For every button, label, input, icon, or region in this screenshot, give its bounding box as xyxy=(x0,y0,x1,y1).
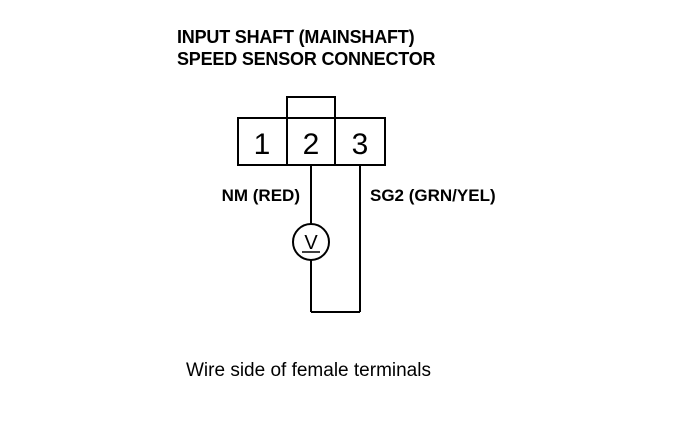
title-line-2: SPEED SENSOR CONNECTOR xyxy=(177,49,436,69)
pin-number-2: 2 xyxy=(303,128,320,161)
diagram-title: INPUT SHAFT (MAINSHAFT) SPEED SENSOR CON… xyxy=(177,26,436,70)
wire-label-nm: NM (RED) xyxy=(222,186,300,205)
diagram-caption: Wire side of female terminals xyxy=(186,360,431,381)
connector-lock-tab xyxy=(286,96,336,119)
title-line-1: INPUT SHAFT (MAINSHAFT) xyxy=(177,27,415,47)
pin-number-3: 3 xyxy=(352,128,369,161)
pin-number-1: 1 xyxy=(254,128,271,161)
wire-label-sg2: SG2 (GRN/YEL) xyxy=(370,186,496,205)
voltmeter-symbol: V xyxy=(304,232,318,254)
voltmeter-icon: V xyxy=(292,223,330,261)
